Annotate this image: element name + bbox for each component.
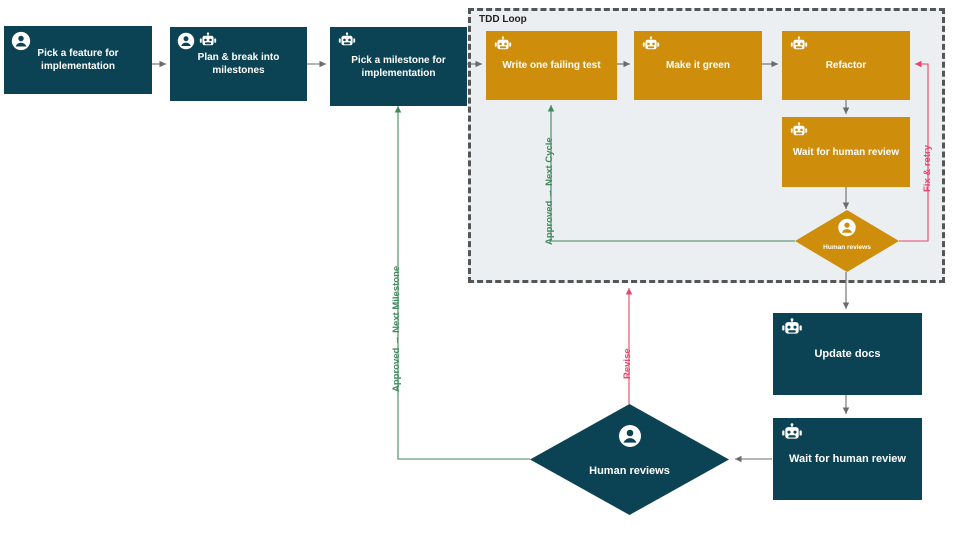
person-icon (618, 424, 642, 453)
node-label: Update docs (814, 347, 881, 360)
node-label: Human reviews (823, 243, 871, 251)
robot-icon (790, 122, 808, 136)
node-icons (780, 318, 804, 339)
edge-label-approved-next-cycle: Approved → Next Cycle (544, 137, 555, 245)
edge-label-revise: Revise (622, 348, 633, 379)
node-wait-review-loop[interactable]: Wait for human review (782, 117, 910, 187)
node-icons (493, 36, 513, 54)
node-pick-feature[interactable]: Pick a feature for implementation (4, 26, 152, 94)
node-icons (11, 31, 31, 51)
person-icon (11, 31, 31, 51)
node-icons (177, 32, 218, 50)
node-label: Pick a milestone for implementation (351, 54, 446, 79)
node-label: Write one failing test (502, 60, 601, 71)
robot-icon (338, 32, 356, 46)
robot-icon (199, 32, 217, 46)
node-label: Refactor (825, 60, 867, 71)
diamond-shape (795, 210, 899, 272)
node-label: Human reviews (589, 464, 670, 477)
robot-icon (642, 36, 660, 50)
node-icons (789, 36, 809, 54)
node-update-docs[interactable]: Update docs (773, 313, 922, 395)
edge-label-approved-next-milestone: Approved → Next Milestone (391, 265, 402, 392)
robot-icon (790, 36, 808, 50)
node-icons (641, 36, 661, 54)
node-plan-milestones[interactable]: Plan & break into milestones (170, 27, 307, 101)
node-label: Make it green (666, 60, 730, 71)
node-label: Wait for human review (792, 146, 900, 158)
node-human-reviews-final[interactable]: Human reviews (530, 404, 729, 515)
robot-icon (782, 423, 802, 439)
node-label: Pick a feature for implementation (37, 48, 119, 72)
node-refactor[interactable]: Refactor (782, 31, 910, 100)
node-icons (789, 122, 809, 140)
diamond-shape (530, 404, 729, 515)
robot-icon (782, 318, 802, 334)
node-write-failing-test[interactable]: Write one failing test (486, 31, 617, 100)
node-label: Wait for human review (789, 452, 906, 465)
node-label: Plan & break into milestones (197, 52, 280, 76)
tdd-loop-title: TDD Loop (479, 14, 527, 25)
robot-icon (494, 36, 512, 50)
node-icons (780, 423, 804, 444)
person-icon (177, 32, 195, 50)
node-pick-milestone[interactable]: Pick a milestone for implementation (330, 27, 467, 106)
node-make-it-green[interactable]: Make it green (634, 31, 762, 100)
edge-label-fix-and-retry: Fix & retry (922, 145, 933, 192)
node-icons (337, 32, 357, 50)
node-wait-review-final[interactable]: Wait for human review (773, 418, 922, 500)
person-icon (838, 218, 857, 242)
node-human-reviews-loop[interactable]: Human reviews (795, 210, 899, 272)
